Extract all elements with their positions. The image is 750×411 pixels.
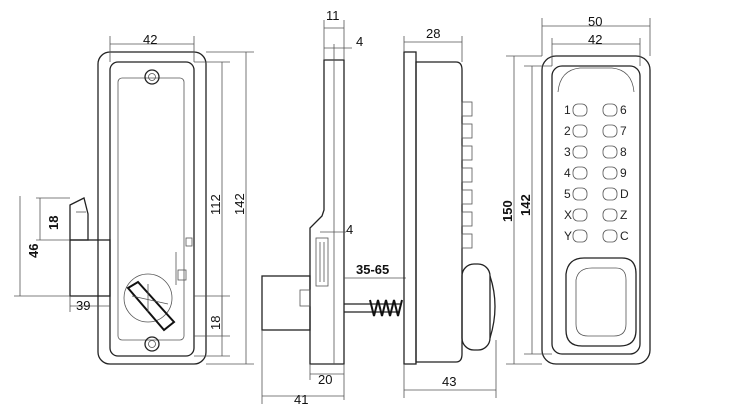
keypad-left-column: 1 2 3 4 5XY <box>564 103 588 243</box>
side-dim-20-label: 20 <box>318 372 332 387</box>
back-side-plate <box>403 51 417 365</box>
latch-18-bottom-label: 18 <box>208 316 223 330</box>
front-outer-plate <box>97 51 207 365</box>
latch-18-top-label: 18 <box>46 216 61 230</box>
key-button-1[interactable] <box>572 103 588 117</box>
key-label-x: X <box>564 208 572 222</box>
key-button-c[interactable] <box>602 229 618 243</box>
front-inner-plate <box>109 61 195 357</box>
back-side-housing <box>415 61 463 363</box>
back-dim-43-label: 43 <box>442 374 456 389</box>
key-label-4: 4 <box>564 166 571 180</box>
key-button-2[interactable] <box>572 124 588 138</box>
key-button-9[interactable] <box>602 166 618 180</box>
key-label-z: Z <box>620 208 627 222</box>
keypad-outer-plate <box>541 55 651 365</box>
keypad-width-42-label: 42 <box>588 32 602 47</box>
latch-body <box>69 239 111 297</box>
side-dim-4-top-label: 4 <box>356 34 363 49</box>
keypad-height-150-label: 150 <box>500 200 515 222</box>
keypad-inner-plate <box>551 65 641 355</box>
key-button-d[interactable] <box>602 187 618 201</box>
thumb-turn <box>123 273 176 332</box>
front-width-42-label: 42 <box>143 32 157 47</box>
side-plate <box>309 59 345 365</box>
back-knob <box>461 263 491 351</box>
key-button-5[interactable] <box>572 187 588 201</box>
key-button-z[interactable] <box>602 208 618 222</box>
key-button-4[interactable] <box>572 166 588 180</box>
side-view: 11 4 4 35-65 20 41 <box>261 8 406 407</box>
key-button-6[interactable] <box>602 103 618 117</box>
front-height-142-label: 142 <box>232 193 247 215</box>
front-height-112-label: 112 <box>208 194 223 215</box>
key-button-7[interactable] <box>602 124 618 138</box>
keypad-knob <box>565 257 637 347</box>
side-dim-4-mid-label: 4 <box>346 222 353 237</box>
key-label-9: 9 <box>620 166 627 180</box>
key-button-x[interactable] <box>572 208 588 222</box>
key-label-6: 6 <box>620 103 627 117</box>
key-button-8[interactable] <box>602 145 618 159</box>
back-side-view: 28 43 <box>403 26 497 398</box>
key-label-7: 7 <box>620 124 627 138</box>
latch-46-label: 46 <box>26 244 41 258</box>
latch-bolt <box>69 197 89 241</box>
key-label-1: 1 <box>564 103 571 117</box>
side-dim-11-label: 11 <box>326 8 340 23</box>
key-button-y[interactable] <box>572 229 588 243</box>
key-label-5: 5 <box>564 187 571 201</box>
bottom-screw <box>144 336 160 352</box>
side-latch-body <box>261 275 311 331</box>
key-label-2: 2 <box>564 124 571 138</box>
key-button-3[interactable] <box>572 145 588 159</box>
keypad-width-50-label: 50 <box>588 14 602 29</box>
side-dim-41-label: 41 <box>294 392 308 407</box>
key-label-c: C <box>620 229 629 243</box>
key-label-8: 8 <box>620 145 627 159</box>
key-label-d: D <box>620 187 629 201</box>
key-label-3: 3 <box>564 145 571 159</box>
spindle-spring <box>369 299 403 317</box>
front-view: 42 112 142 18 46 39 18 <box>14 32 254 365</box>
key-label-y: Y <box>564 229 572 243</box>
keypad-height-142-label: 142 <box>518 194 533 216</box>
range-35-65-label: 35-65 <box>356 262 389 277</box>
back-dim-28-label: 28 <box>426 26 440 41</box>
latch-39-label: 39 <box>76 298 90 313</box>
top-screw <box>144 69 160 85</box>
